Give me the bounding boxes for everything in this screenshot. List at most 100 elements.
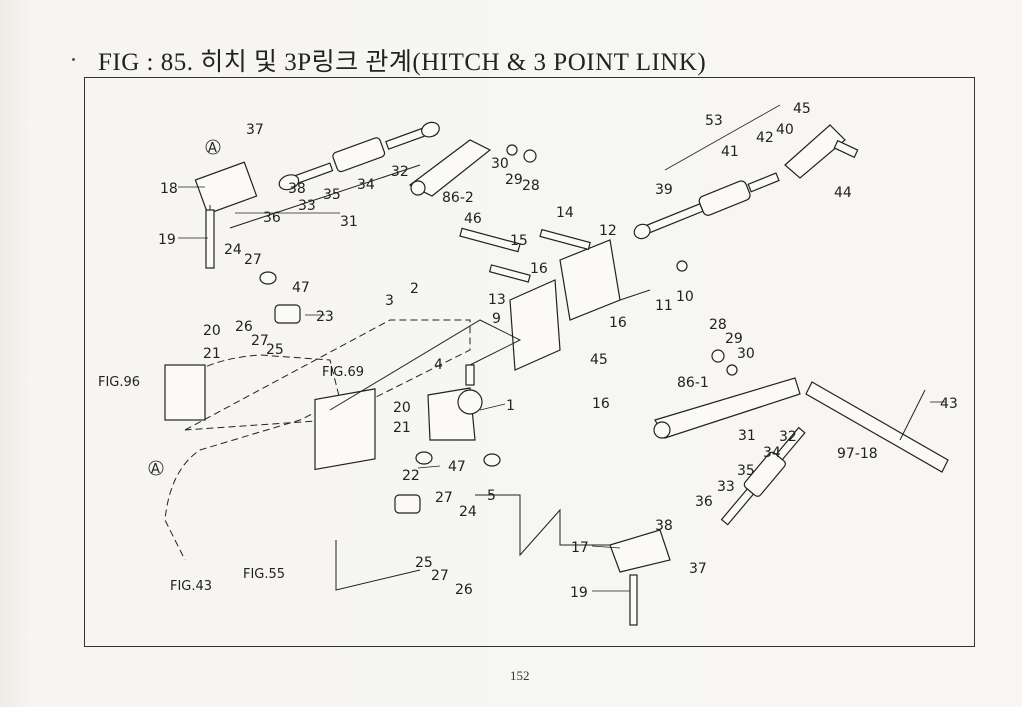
callout-30: 30 — [491, 156, 509, 172]
callout-36: 36 — [263, 210, 281, 226]
callout-86-2: 86-2 — [442, 190, 474, 206]
callout-32-b: 32 — [779, 429, 797, 445]
callout-86-1: 86-1 — [677, 375, 709, 391]
pin-46 — [459, 227, 521, 253]
svg-text:A: A — [208, 141, 217, 156]
bolt-19-lower — [629, 574, 638, 626]
callout-24-b: 24 — [459, 504, 477, 520]
callout-16-c: 16 — [592, 396, 610, 412]
callout-12: 12 — [599, 223, 617, 239]
ref-fig43: FIG.43 — [170, 579, 212, 594]
callout-9: 9 — [492, 311, 501, 327]
callout-53: 53 — [705, 113, 723, 129]
callout-43: 43 — [940, 396, 958, 412]
callout-4: 4 — [434, 357, 443, 373]
callout-26-b: 26 — [455, 582, 473, 598]
callout-25: 25 — [266, 342, 284, 358]
lift-arm-86-2 — [408, 139, 492, 197]
callout-19: 19 — [158, 232, 176, 248]
route-line-e — [619, 289, 651, 301]
callout-45-b: 45 — [793, 101, 811, 117]
link-end-40 — [784, 124, 846, 179]
callout-29-b: 29 — [725, 331, 743, 347]
callout-38: 38 — [288, 181, 306, 197]
ref-fig55: FIG.55 — [243, 567, 285, 582]
turnbuckle-34 — [332, 137, 386, 173]
callout-26: 26 — [235, 319, 253, 335]
bolt-15 — [539, 228, 591, 251]
center-bracket — [459, 227, 688, 371]
bolt-13 — [488, 264, 531, 283]
figure-title: FIG : 85. 히치 및 3P링크 관계(HITCH & 3 POINT L… — [98, 49, 707, 76]
callout-24: 24 — [224, 242, 242, 258]
callout-5: 5 — [487, 488, 496, 504]
leader-lines — [178, 104, 945, 592]
ref-fig69: FIG.69 — [322, 365, 364, 380]
reference-marker-a-bottom: A — [148, 460, 164, 477]
callout-42: 42 — [756, 130, 774, 146]
callout-25-b: 25 — [415, 555, 433, 571]
callout-28-b: 28 — [709, 317, 727, 333]
callout-44: 44 — [834, 185, 852, 201]
threaded-rod-39 — [643, 203, 704, 235]
ref-fig96: FIG.96 — [98, 375, 140, 390]
hitch-pin-boss — [457, 389, 483, 415]
callout-20-b: 20 — [393, 400, 411, 416]
callout-27-d: 27 — [431, 568, 449, 584]
callout-17: 17 — [571, 540, 589, 556]
pin-44 — [833, 139, 859, 159]
washer-30-upper — [506, 144, 518, 156]
callout-11: 11 — [655, 298, 673, 314]
diagram-frame — [84, 77, 975, 647]
svg-text:A: A — [151, 462, 160, 477]
callout-22: 22 — [402, 468, 420, 484]
callout-18: 18 — [160, 181, 178, 197]
callout-47-b: 47 — [448, 459, 466, 475]
bracket-upper-12 — [559, 239, 621, 321]
callout-21: 21 — [203, 346, 221, 362]
hitch-plate-18 — [194, 161, 258, 215]
callout-35-b: 35 — [737, 463, 755, 479]
callout-33-b: 33 — [717, 479, 735, 495]
lift-arm-eye-lower — [653, 421, 671, 439]
page-number: 152 — [510, 668, 530, 683]
top-link-assembly-right — [633, 124, 859, 240]
callout-38-b: 38 — [655, 518, 673, 534]
callout-16: 16 — [530, 261, 548, 277]
callout-46: 46 — [464, 211, 482, 227]
callout-1: 1 — [506, 398, 515, 414]
callout-40: 40 — [776, 122, 794, 138]
callout-27-c: 27 — [435, 490, 453, 506]
threaded-rod-32 — [385, 127, 427, 150]
housing-fig55 — [314, 388, 376, 471]
callout-33: 33 — [298, 198, 316, 214]
link-end-39 — [633, 223, 651, 240]
callout-41: 41 — [721, 144, 739, 160]
washer-29-lower — [726, 364, 738, 376]
callout-45: 45 — [590, 352, 608, 368]
link-end-32 — [421, 121, 440, 138]
top-link-assembly-upper — [194, 121, 537, 269]
nut-28-lower — [711, 349, 725, 363]
engine-hitch-area — [164, 271, 501, 561]
nut-10 — [676, 260, 688, 272]
callout-30-b: 30 — [737, 346, 755, 362]
callout-32: 32 — [391, 164, 409, 180]
link-end-36 — [278, 174, 300, 191]
callout-3: 3 — [385, 293, 394, 309]
callout-39: 39 — [655, 182, 673, 198]
bolt-19-shaft — [205, 209, 215, 269]
callout-31-b: 31 — [738, 428, 756, 444]
callout-37-b: 37 — [689, 561, 707, 577]
bracket-fig96 — [164, 364, 206, 421]
bracket-plate-9 — [509, 279, 561, 371]
callout-2: 2 — [410, 281, 419, 297]
route-line-c — [335, 540, 421, 591]
route-line-b — [475, 494, 610, 557]
pin-4 — [465, 364, 475, 386]
callout-35: 35 — [323, 187, 341, 203]
callout-97-18: 97-18 — [837, 446, 878, 462]
callout-27-b: 27 — [251, 333, 269, 349]
callout-10: 10 — [676, 289, 694, 305]
part-callouts: 37 38 36 33 35 34 32 31 18 19 86-2 30 29… — [158, 101, 958, 601]
